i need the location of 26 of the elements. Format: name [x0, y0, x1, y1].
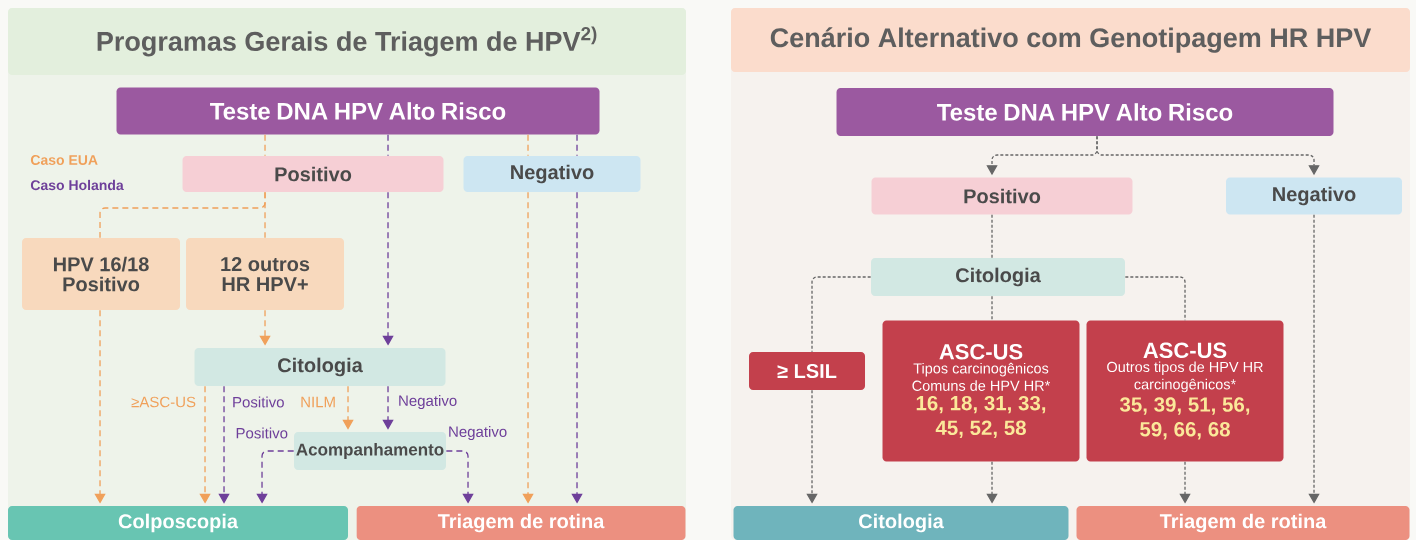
process-box: Acompanhamento: [294, 432, 446, 470]
outcome-box: Citologia: [733, 506, 1069, 540]
edge-label: Positivo: [233, 396, 284, 408]
test-box: Teste DNA HPV Alto Risco: [836, 88, 1334, 136]
edge-label: Positivo: [236, 427, 288, 439]
result-box: ASC-US Tipos carcinogênicos Comuns de HPV HR* 16, 18, 31, 33, 45, 52, 58: [882, 320, 1080, 462]
edge-label: ≥ASC-US: [131, 396, 196, 408]
result-box: Positivo: [871, 177, 1133, 215]
outcome-box: Colposcopia: [8, 506, 348, 540]
result-box: Negativo: [1226, 177, 1402, 215]
legend-text: Caso Holanda: [30, 179, 124, 191]
process-box: Citologia: [194, 348, 446, 386]
genotype-box: HPV 16/18 Positivo: [22, 238, 180, 310]
edge-label: Negativo: [399, 395, 457, 409]
edge-label: Negativo: [449, 426, 507, 440]
edge-label: NILM: [301, 396, 335, 408]
genotype-box: 12 outros HR HPV+: [186, 238, 344, 310]
result-box: Positivo: [182, 156, 444, 192]
legend-text: Caso EUA: [30, 155, 98, 165]
outcome-box: Triagem de rotina: [356, 506, 686, 540]
process-box: Citologia: [871, 258, 1125, 296]
outcome-box: Triagem de rotina: [1076, 506, 1410, 540]
result-box: ≥ LSIL: [749, 352, 865, 390]
test-box: Teste DNA HPV Alto Risco: [116, 87, 600, 135]
result-box: Negativo: [463, 156, 641, 192]
result-box: ASC-US Outros tipos de HPV HR carcinogênicos* 35, 39, 51, 56, 59, 66, 68: [1086, 320, 1284, 462]
